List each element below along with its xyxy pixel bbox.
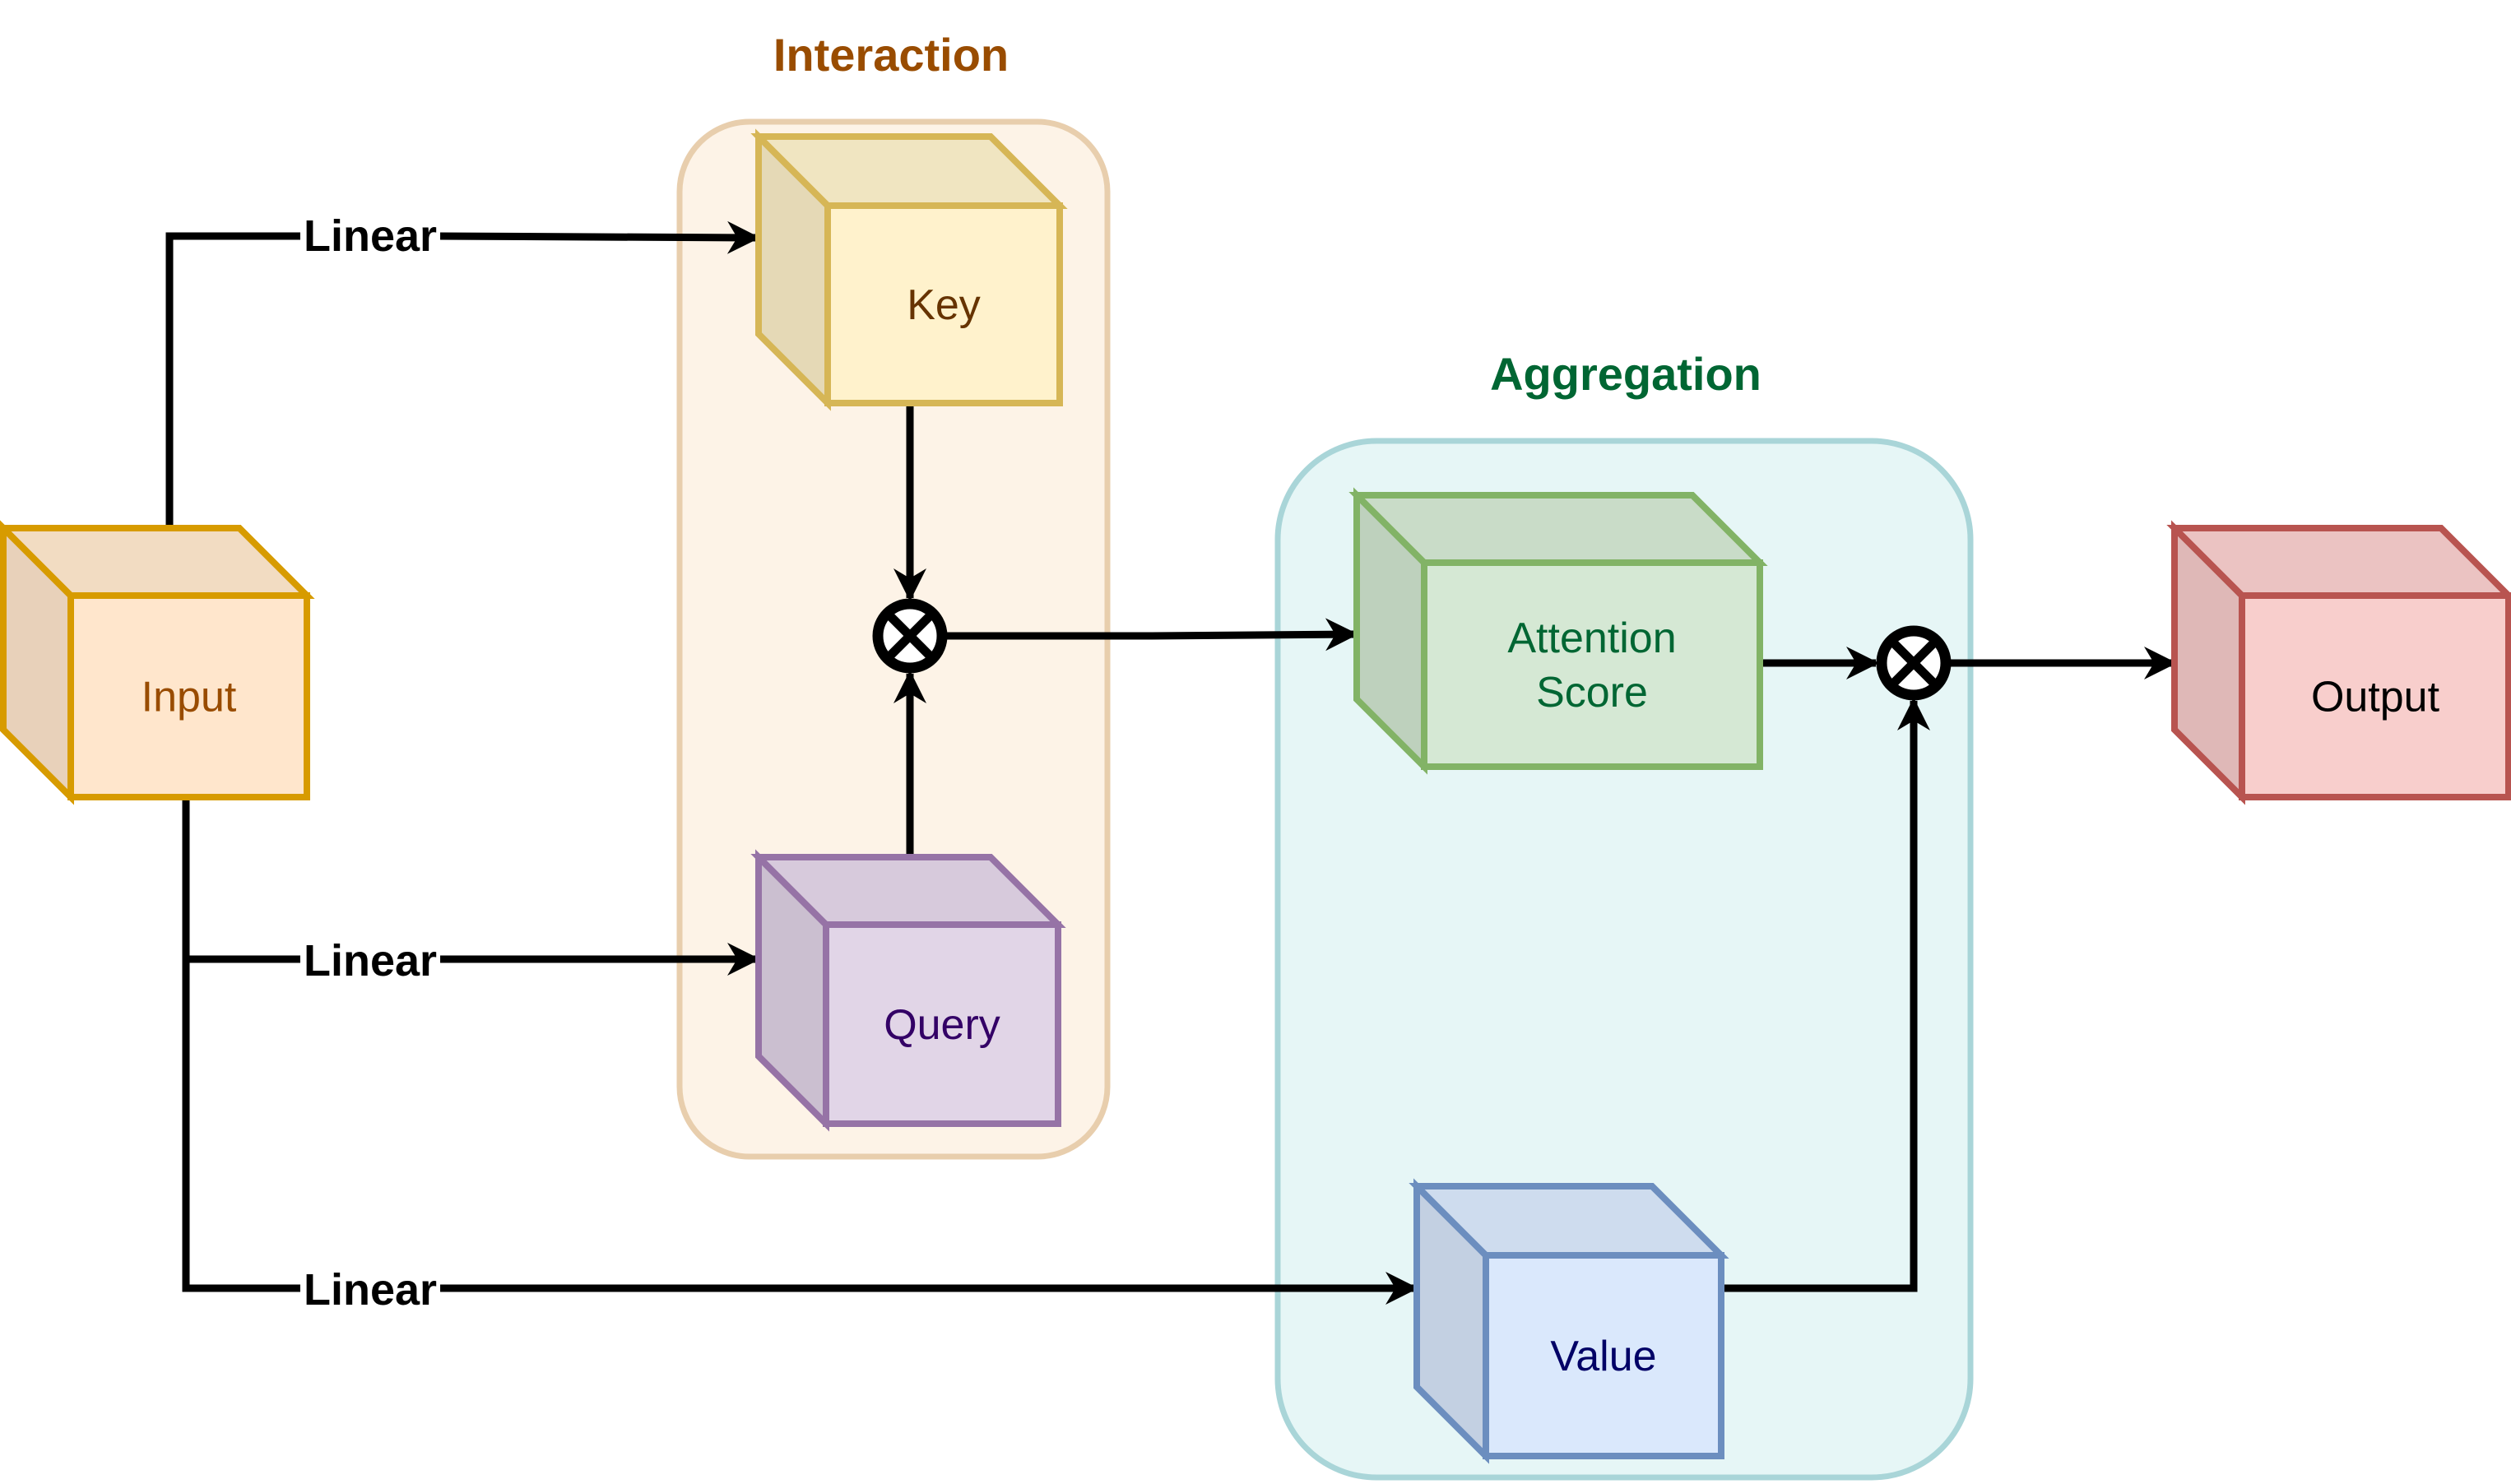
multiply-cross-b (1891, 640, 1937, 686)
cube-front-face (1421, 559, 1763, 770)
node-label-value: Value (1550, 1333, 1656, 1380)
edge-label-linear-key: Linear (304, 211, 437, 261)
node-output[interactable]: Output (2166, 520, 2511, 805)
cube-top-face (1348, 492, 1768, 566)
edges: Linear Linear Linear (165, 211, 2177, 1315)
operator-multiply-1[interactable] (872, 598, 948, 674)
edge-label-background (299, 936, 441, 985)
edge-multiply-1-to-attention[interactable] (947, 618, 1358, 652)
edge-label-linear-query: Linear (304, 936, 437, 985)
edge-input-to-value[interactable] (182, 798, 1415, 1288)
edge-label-background (299, 211, 441, 261)
node-query[interactable]: Query (750, 849, 1066, 1132)
node-label-key: Key (907, 281, 981, 329)
edge-label-background (299, 1265, 441, 1315)
node-label-output: Output (2311, 674, 2440, 721)
operator-multiply-2[interactable] (1876, 625, 1952, 701)
edge-label-linear-value: Linear (304, 1265, 437, 1315)
node-label-input: Input (142, 674, 237, 721)
multiply-cross-b (887, 613, 933, 659)
edge-input-to-key[interactable] (165, 236, 757, 528)
node-key[interactable]: Key (750, 128, 1068, 411)
group-title-interaction: Interaction (773, 29, 1009, 81)
node-label-line: Score (1536, 669, 1648, 716)
edge-value-to-multiply-2[interactable] (1721, 698, 1930, 1292)
node-input[interactable]: Input (0, 520, 315, 805)
group-title-aggregation: Aggregation (1490, 348, 1761, 400)
cube-front-face (823, 921, 1061, 1127)
cube-front-face (67, 592, 310, 800)
node-label-line: Attention (1507, 614, 1676, 662)
cube-front-face (824, 202, 1063, 406)
node-value[interactable]: Value (1409, 1178, 1729, 1464)
cube-front-face (2239, 592, 2511, 800)
node-label-query: Query (884, 1001, 1000, 1049)
cube-front-face (1483, 1252, 1724, 1459)
